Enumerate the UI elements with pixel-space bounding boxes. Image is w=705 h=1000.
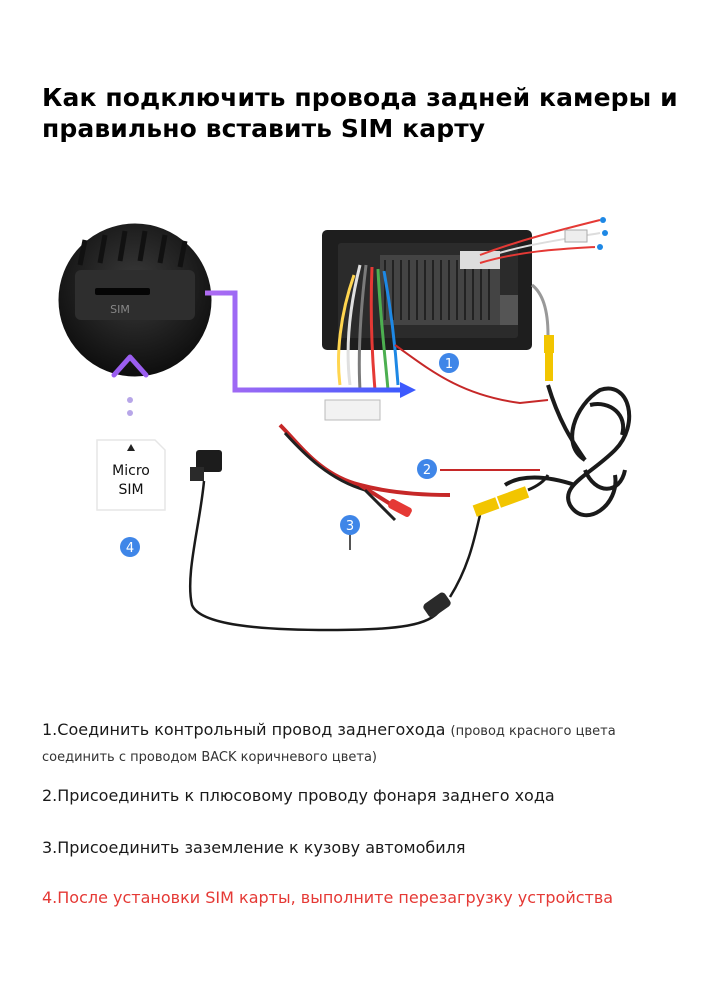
step-1: 1.Соединить контрольный провод заднегохо… bbox=[42, 718, 672, 770]
step-4-warning: 4.После установки SIM карты, выполните п… bbox=[42, 888, 614, 907]
red-wire-harness bbox=[278, 423, 451, 550]
step-2: 2.Присоединить к плюсовому проводу фонар… bbox=[42, 786, 555, 805]
svg-text:1: 1 bbox=[445, 357, 453, 372]
step-1-note: (провод красного цвета соединить с прово… bbox=[42, 724, 616, 765]
arrow-head bbox=[400, 382, 416, 398]
rear-camera bbox=[188, 450, 550, 632]
svg-text:3: 3 bbox=[346, 519, 354, 534]
sim-card-text-sim: SIM bbox=[118, 482, 143, 498]
sim-slot-label: SIM bbox=[110, 303, 130, 316]
sim-card-text-micro: Micro bbox=[112, 463, 150, 479]
page-title: Как подключить провода задней камеры и п… bbox=[42, 83, 678, 143]
micro-sim-card: Micro SIM bbox=[96, 439, 166, 511]
badge-2: 2 bbox=[417, 459, 437, 479]
step-1-text: 1.Соединить контрольный провод заднегохо… bbox=[42, 720, 446, 739]
svg-text:4: 4 bbox=[126, 541, 134, 556]
badge-3: 3 bbox=[340, 515, 360, 535]
insert-up-arrow bbox=[111, 354, 149, 416]
svg-text:2: 2 bbox=[423, 463, 431, 478]
badge-4: 4 bbox=[120, 537, 140, 557]
back-wire bbox=[394, 344, 549, 405]
head-unit bbox=[322, 217, 608, 421]
connection-arrow bbox=[205, 290, 400, 393]
badge-1: 1 bbox=[439, 353, 459, 373]
sim-slot-closeup: SIM bbox=[55, 220, 215, 380]
camera-cable-coil bbox=[503, 384, 632, 518]
wiring-diagram: SIM Micro SIM 1 2 3 4 bbox=[55, 217, 632, 632]
step-3: 3.Присоединить заземление к кузову автом… bbox=[42, 838, 466, 857]
